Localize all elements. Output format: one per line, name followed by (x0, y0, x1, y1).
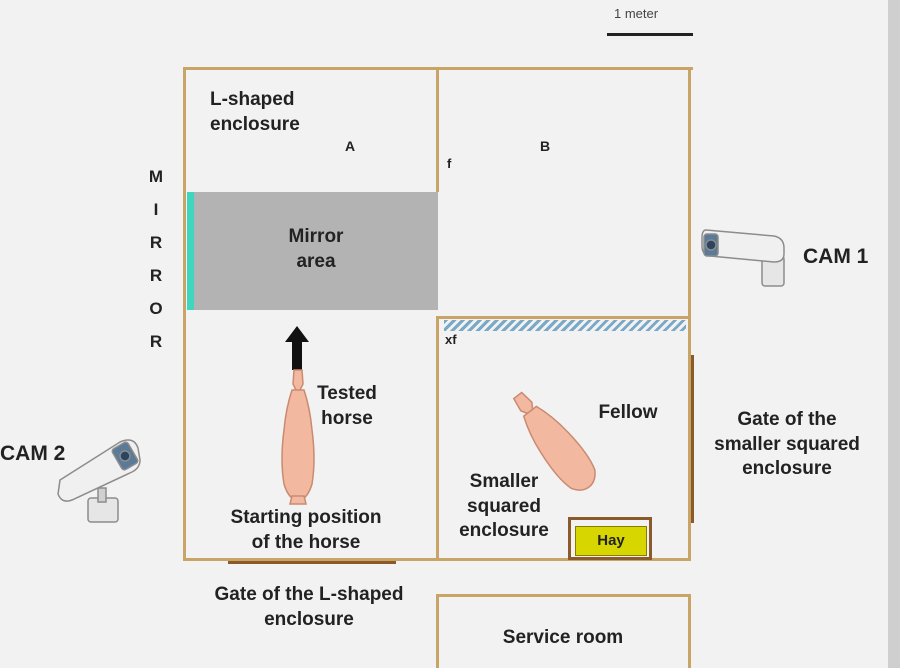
separator-hatch (444, 320, 686, 331)
gate-l-shaped-label: Gate of the L-shaped enclosure (214, 584, 404, 630)
security-camera-icon (57, 439, 141, 523)
wall-divider-vertical-bottom (436, 316, 439, 561)
scale-bar-line (607, 33, 693, 36)
mirror-strip (187, 192, 194, 310)
point-b-label: B (540, 138, 551, 154)
arrow-up-icon (285, 326, 309, 370)
cam2-label: CAM 2 (0, 442, 66, 465)
hay-fill (575, 526, 647, 556)
mirror-vertical-label: M I R R O R (142, 160, 170, 358)
point-a-label: A (345, 138, 356, 154)
window-edge (888, 0, 900, 668)
service-room-right (688, 594, 691, 668)
point-f-label: f (447, 156, 452, 171)
mirror-area-label: Mirror area (288, 226, 344, 272)
mirror-letter: R (149, 332, 163, 351)
mirror-letter: R (149, 233, 163, 252)
wall-divider-vertical-top (436, 67, 439, 192)
tested-horse-icon (281, 369, 315, 505)
service-room-left (436, 594, 439, 668)
wall-left (183, 67, 186, 561)
cam1-label: CAM 1 (803, 245, 869, 268)
wall-divider-horizontal (436, 316, 691, 319)
fellow-label: Fellow (598, 402, 658, 423)
gate-l-shaped (228, 561, 396, 564)
security-camera-icon (701, 229, 785, 287)
gate-smaller-enclosure (691, 355, 694, 523)
hay-label: Hay (597, 532, 625, 549)
l-shaped-enclosure-label: L-shaped enclosure (210, 89, 300, 135)
mirror-letter: R (149, 266, 163, 285)
gate-smaller-enclosure-label: Gate of the smaller squared enclosure (714, 409, 860, 480)
service-room-label: Service room (502, 627, 624, 648)
scale-bar-label: 1 meter (614, 6, 659, 21)
fellow-horse-icon (512, 391, 596, 491)
mirror-letter: I (153, 200, 159, 219)
service-room-top (436, 594, 691, 597)
smaller-enclosure-label: Smaller squared enclosure (459, 471, 549, 542)
tested-horse-label: Tested horse (317, 383, 377, 429)
starting-position-label: Starting position of the horse (230, 507, 382, 553)
mirror-letter: M (148, 167, 164, 186)
mirror-area (194, 192, 438, 310)
wall-right (688, 67, 691, 561)
point-xf-label: xf (445, 332, 457, 347)
mirror-letter: O (149, 299, 163, 318)
